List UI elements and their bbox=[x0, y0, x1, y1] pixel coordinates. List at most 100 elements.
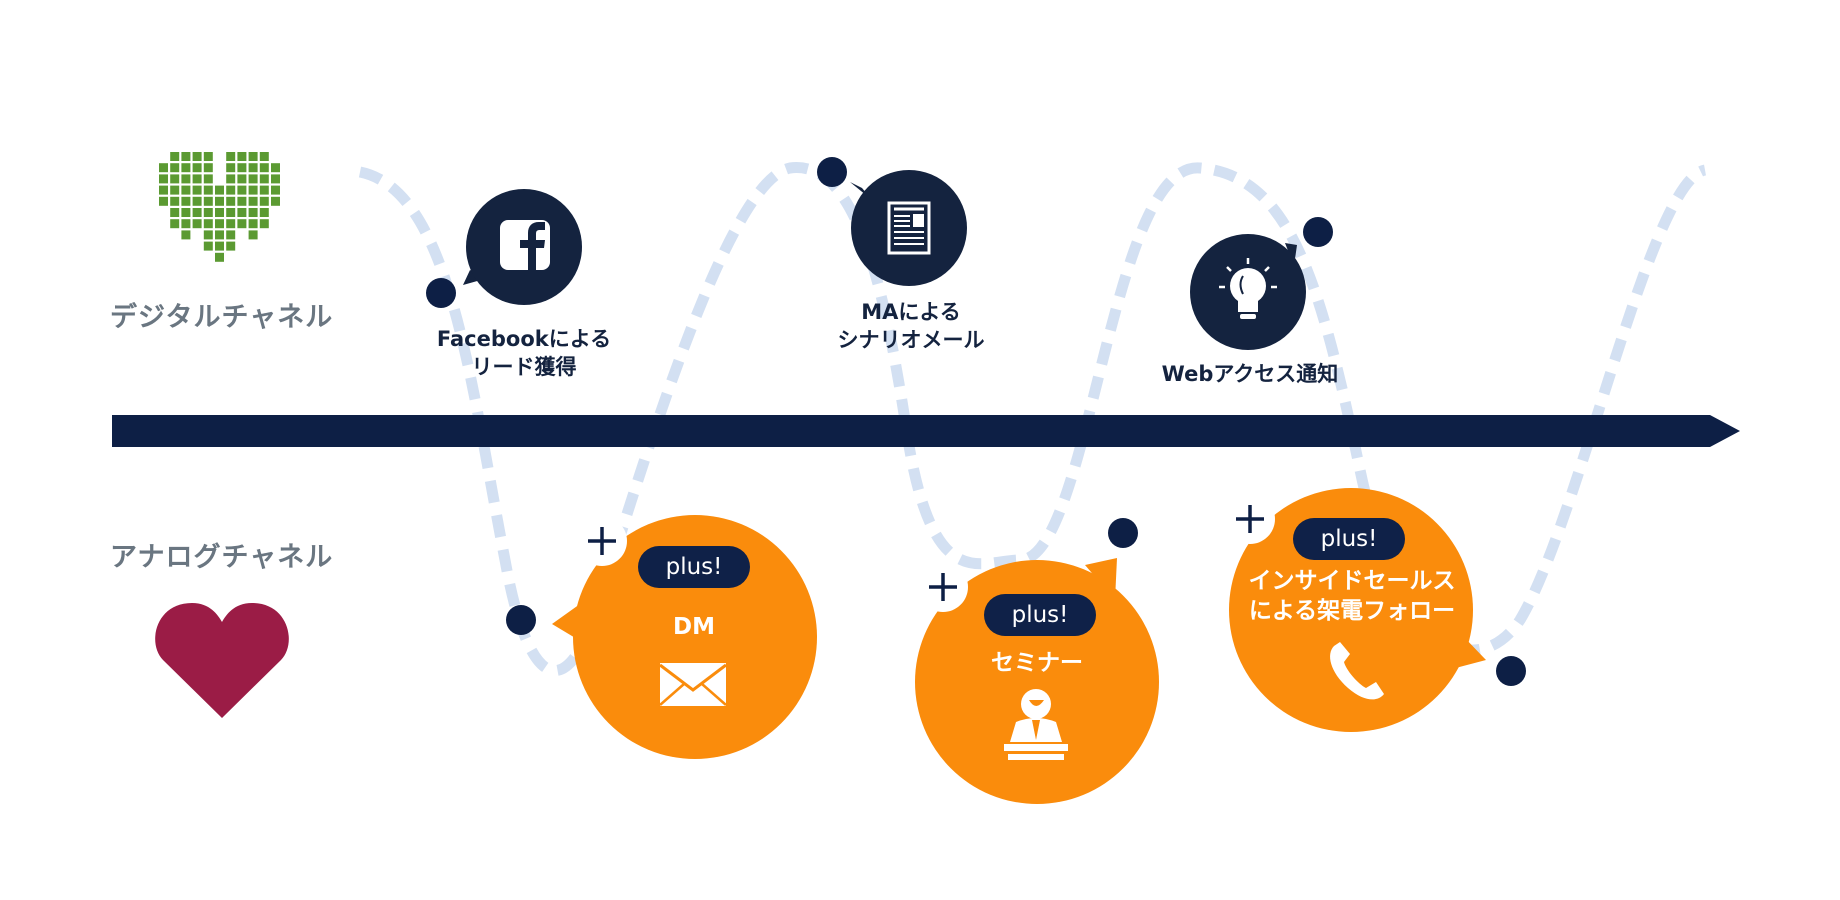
heart-pixel bbox=[259, 174, 269, 184]
heart-pixel bbox=[248, 208, 258, 217]
heart-pixel bbox=[259, 196, 269, 206]
plus-tag: plus! bbox=[984, 594, 1096, 636]
document-icon bbox=[887, 201, 931, 255]
lightbulb-icon bbox=[1219, 258, 1277, 319]
heart-pixel bbox=[271, 196, 280, 206]
heart-pixel bbox=[181, 174, 191, 184]
heart-pixel bbox=[248, 185, 258, 195]
heart-pixel bbox=[237, 152, 247, 161]
heart-pixel bbox=[271, 185, 280, 195]
plus-tag: plus! bbox=[1293, 518, 1405, 560]
journey-wave-path bbox=[358, 162, 1708, 677]
heart-pixel bbox=[259, 185, 269, 195]
heart-pixel bbox=[259, 208, 269, 217]
heart-pixel bbox=[215, 185, 224, 195]
heart-pixel bbox=[248, 174, 258, 184]
heart-pixel bbox=[170, 219, 180, 229]
heart-pixel bbox=[226, 174, 236, 184]
heart-pixel bbox=[215, 230, 224, 240]
heart-pixel bbox=[170, 163, 180, 173]
heart-pixel bbox=[203, 230, 213, 240]
heart-pixel bbox=[237, 174, 247, 184]
heart-pixel bbox=[203, 163, 213, 173]
heart-pixel bbox=[170, 152, 180, 161]
waypoint-dot bbox=[426, 278, 456, 308]
presenter-icon bbox=[1004, 689, 1068, 760]
digital-channel-label: デジタルチャネル bbox=[110, 302, 334, 333]
heart-pixel bbox=[170, 196, 180, 206]
dm-label: DM bbox=[673, 614, 715, 640]
heart-pixel bbox=[248, 163, 258, 173]
heart-pixel bbox=[259, 163, 269, 173]
analog-channel-label: アナログチャネル bbox=[110, 542, 334, 573]
plus-sign-icon bbox=[1225, 494, 1275, 544]
dm-bubble bbox=[552, 515, 817, 759]
heart-pixel bbox=[237, 208, 247, 217]
heart-pixel bbox=[237, 163, 247, 173]
heart-pixel bbox=[259, 152, 269, 161]
heart-pixel bbox=[271, 163, 280, 173]
heart-pixel bbox=[203, 241, 213, 251]
heart-pixel bbox=[226, 185, 236, 195]
waypoint-dot bbox=[1303, 217, 1333, 247]
heart-pixel bbox=[181, 230, 191, 240]
facebook-lead-label-text: Facebookによる リード獲得 bbox=[436, 327, 612, 379]
plus-tag: plus! bbox=[638, 546, 750, 588]
heart-pixel bbox=[237, 196, 247, 206]
heart-pixel bbox=[159, 174, 168, 184]
inside-sales-label-text: インサイドセールス による架電フォロー bbox=[1248, 568, 1456, 624]
seminar-bubble bbox=[915, 558, 1159, 804]
heart-pixel bbox=[226, 163, 236, 173]
heart-pixel bbox=[226, 241, 236, 251]
heart-pixel bbox=[192, 196, 202, 206]
heart-pixel bbox=[192, 208, 202, 217]
heart-pixel bbox=[226, 196, 236, 206]
heart-pixel bbox=[203, 152, 213, 161]
heart-pixel bbox=[181, 196, 191, 206]
waypoint-dot bbox=[1108, 518, 1138, 548]
heart-pixel bbox=[192, 185, 202, 195]
heart-pixel bbox=[159, 163, 168, 173]
waypoint-dot bbox=[817, 157, 847, 187]
web-access-label-text: Webアクセス通知 bbox=[1161, 362, 1339, 386]
heart-pixel bbox=[248, 230, 258, 240]
heart-pixel bbox=[192, 152, 202, 161]
facebook-lead-label: Facebookによる リード獲得 bbox=[424, 325, 624, 381]
heart-pixel bbox=[248, 219, 258, 229]
heart-pixel bbox=[215, 196, 224, 206]
heart-pixel bbox=[215, 252, 224, 262]
heart-pixel bbox=[159, 196, 168, 206]
heart-pixel bbox=[215, 219, 224, 229]
inside-sales-label: インサイドセールス による架電フォロー bbox=[1232, 566, 1472, 626]
heart-pixel bbox=[181, 208, 191, 217]
timeline-arrow bbox=[112, 415, 1740, 447]
seminar-label: セミナー bbox=[991, 650, 1083, 676]
facebook-icon bbox=[500, 220, 550, 270]
heart-pixel bbox=[226, 208, 236, 217]
heart-pixel bbox=[226, 152, 236, 161]
heart-pixel bbox=[237, 219, 247, 229]
heart-pixel bbox=[259, 219, 269, 229]
heart-pixel bbox=[170, 185, 180, 195]
heart-pixel bbox=[203, 208, 213, 217]
heart-pixel bbox=[203, 185, 213, 195]
heart-pixel bbox=[159, 185, 168, 195]
heart-pixel bbox=[248, 152, 258, 161]
heart-pixel bbox=[192, 174, 202, 184]
ma-mail-bubble bbox=[850, 170, 967, 286]
heart-pixel bbox=[248, 196, 258, 206]
heart-pixel bbox=[181, 219, 191, 229]
plus-sign-icon bbox=[577, 516, 627, 566]
ma-scenario-mail-label: MAによる シナリオメール bbox=[806, 298, 1016, 354]
heart-pixel bbox=[271, 174, 280, 184]
heart-pixel bbox=[226, 230, 236, 240]
heart-pixel bbox=[170, 208, 180, 217]
heart-pixel bbox=[192, 219, 202, 229]
analog-heart-icon bbox=[155, 603, 289, 718]
inside-sales-bubble bbox=[1229, 488, 1486, 732]
heart-pixel bbox=[181, 152, 191, 161]
heart-pixel bbox=[237, 185, 247, 195]
heart-pixel bbox=[203, 196, 213, 206]
